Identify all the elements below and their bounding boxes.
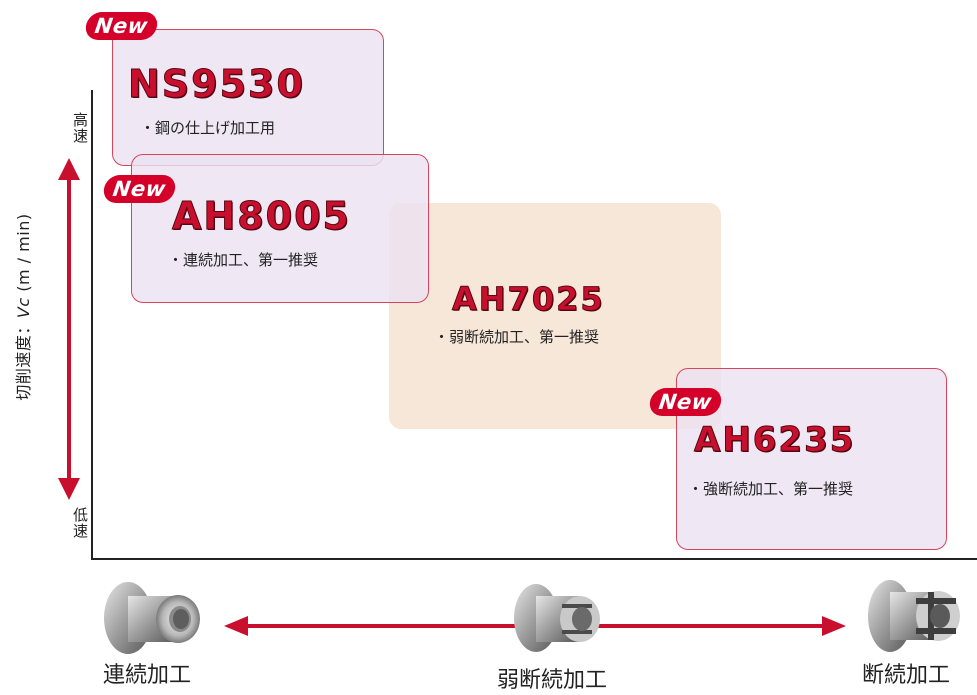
x-axis-line: [91, 558, 977, 560]
speed-double-arrow: [58, 158, 80, 500]
continuous-cut-label: 連続加工: [103, 663, 192, 688]
new-badge-ns9530: New: [84, 12, 159, 40]
light-interrupted-cut-workpiece-image: [514, 584, 600, 652]
grade-desc-ah7025: ・弱断続加工、第一推奨: [434, 328, 600, 346]
y-axis-label: 切削速度：Vc (m / min): [10, 213, 34, 400]
new-badge-ah6235: New: [648, 388, 723, 416]
light-interrupted-cut-label: 弱断続加工: [497, 668, 608, 693]
grade-name-ns9530: NS9530: [128, 62, 305, 107]
grade-desc-ah6235: ・強断続加工、第一推奨: [688, 480, 854, 498]
high-speed-label: 高速: [71, 112, 89, 144]
grade-box-ns9530: [112, 29, 384, 166]
interrupted-cut-label: 断続加工: [862, 663, 951, 688]
grade-name-ah6235: AH6235: [693, 420, 856, 461]
y-axis-line: [91, 90, 93, 560]
y-axis-label-unit: (m / min): [14, 213, 33, 298]
y-axis-label-variable: Vc: [14, 297, 33, 319]
new-badge-ah8005: New: [102, 175, 177, 203]
grade-desc-ah8005: ・連続加工、第一推奨: [168, 251, 319, 269]
grade-name-ah8005: AH8005: [172, 194, 351, 239]
y-axis-label-prefix: 切削速度：: [14, 318, 33, 401]
grade-name-ah7025: AH7025: [452, 280, 605, 319]
low-speed-label: 低速: [71, 507, 89, 539]
grade-desc-ns9530: ・鋼の仕上げ加工用: [140, 119, 276, 137]
grade-box-ah8005: [131, 154, 429, 303]
interrupted-cut-workpiece-image: [868, 580, 960, 652]
continuous-cut-workpiece-image: [104, 582, 200, 654]
